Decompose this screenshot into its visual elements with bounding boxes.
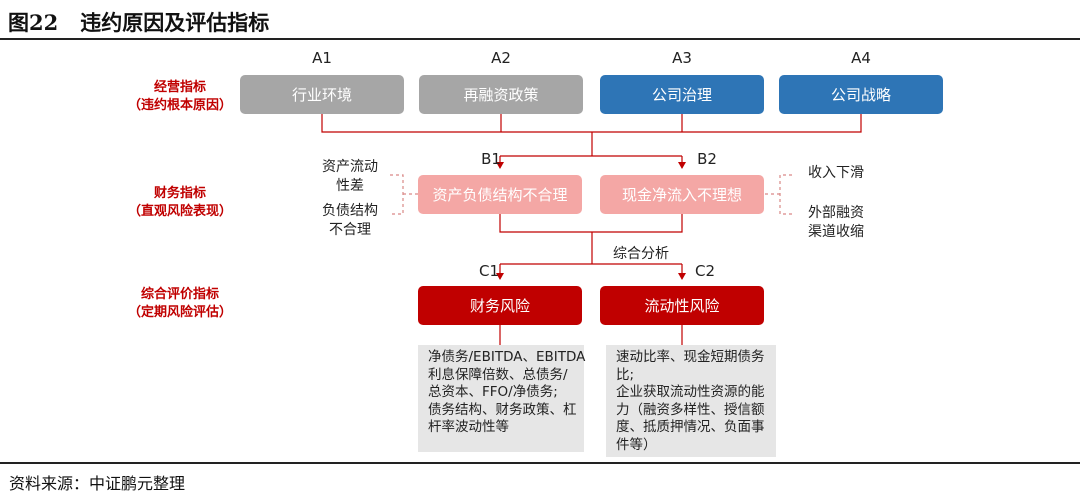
note-financial-risk-indicators: 净债务/EBITDA、EBITDA 利息保障倍数、总债务/ 总资本、FFO/净债…	[418, 345, 585, 452]
figure-title-text: 违约原因及评估指标	[80, 10, 270, 35]
note-liquidity-risk-indicators: 速动比率、现金短期债务 比; 企业获取流动性资源的能 力（融资多样性、授信额 度…	[606, 345, 776, 457]
box-cash-inflow: 现金净流入不理想	[600, 175, 764, 214]
note-debt-structure: 负债结构 不合理	[322, 203, 378, 238]
solid-connectors	[321, 114, 862, 345]
code-b2: B2	[697, 150, 717, 168]
b-merge-bracket	[499, 214, 683, 233]
box-corporate-governance: 公司治理	[600, 75, 764, 114]
source-note: 资料来源：中证鹏元整理	[9, 474, 186, 493]
code-a4: A4	[851, 49, 871, 67]
box-industry-environment: 行业环境	[240, 75, 404, 114]
bottom-rule	[0, 462, 1080, 464]
code-c1: C1	[478, 262, 500, 280]
box-balance-sheet-structure: 资产负债结构不合理	[418, 175, 582, 214]
dashed-connectors	[390, 174, 792, 215]
figure-title: 图22 违约原因及评估指标	[8, 7, 269, 37]
figure-number: 图22	[8, 10, 59, 35]
note-financing-channels: 外部融资 渠道收缩	[808, 205, 864, 240]
analysis-label: 综合分析	[613, 246, 669, 262]
code-a2: A2	[491, 49, 511, 67]
category-financial: 财务指标 （直观风险表现）	[127, 186, 232, 219]
code-c2: C2	[694, 262, 716, 280]
box-corporate-strategy: 公司战略	[779, 75, 943, 114]
category-business: 经营指标 （违约根本原因）	[127, 80, 232, 113]
code-a3: A3	[672, 49, 692, 67]
top-rule	[0, 38, 1080, 40]
category-overall: 综合评价指标 （定期风险评估）	[127, 287, 232, 320]
box-liquidity-risk: 流动性风险	[600, 286, 764, 325]
code-b1: B1	[481, 150, 501, 168]
note-revenue-decline: 收入下滑	[808, 165, 864, 181]
box-financial-risk: 财务风险	[418, 286, 582, 325]
left-dashed-bracket	[390, 174, 404, 215]
box-refinancing-policy: 再融资政策	[419, 75, 583, 114]
right-dashed-bracket	[779, 174, 792, 215]
note-asset-liquidity: 资产流动 性差	[322, 159, 378, 194]
code-a1: A1	[312, 49, 332, 67]
a-left-bracket	[321, 114, 862, 133]
